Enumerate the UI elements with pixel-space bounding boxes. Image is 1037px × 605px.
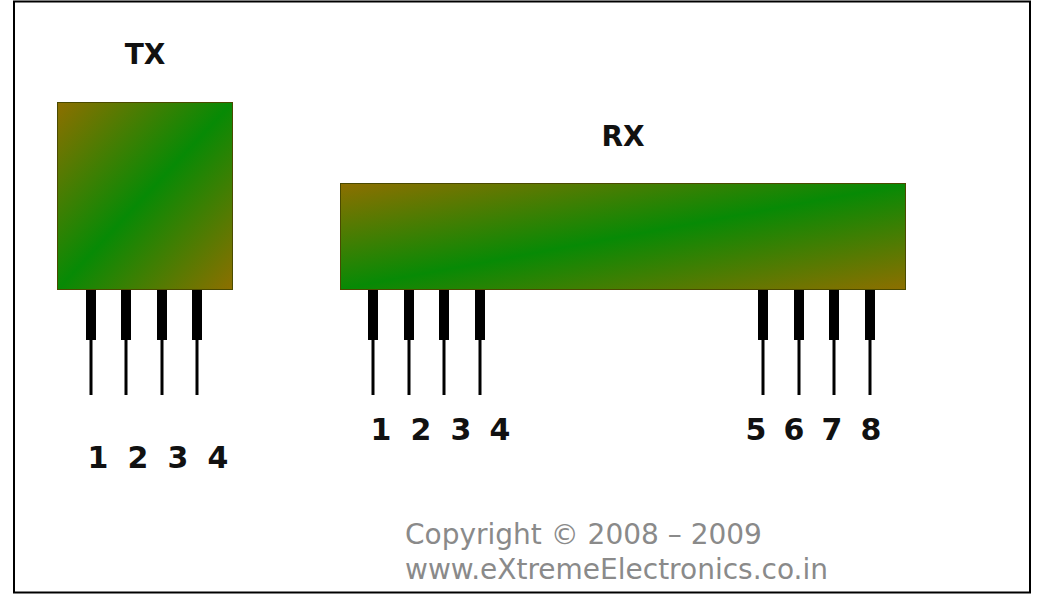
pin-body	[865, 290, 875, 340]
pin-lead	[833, 340, 836, 395]
frame	[14, 2, 1030, 593]
pin-body	[157, 290, 167, 340]
module-body	[340, 183, 906, 290]
copyright-note: Copyright © 2008 – 2009	[405, 518, 762, 552]
pin-lead	[798, 340, 801, 395]
pins	[86, 290, 875, 395]
module-name: TX	[57, 35, 233, 75]
pin-body	[121, 290, 131, 340]
pin-body	[192, 290, 202, 340]
pin-number: 2	[128, 440, 149, 476]
pin-number: 3	[168, 440, 189, 476]
module-box: RX	[340, 117, 906, 290]
pin-body	[368, 290, 378, 340]
module-name: RX	[340, 117, 906, 157]
pin-body	[758, 290, 768, 340]
pin-lead	[372, 340, 375, 395]
pin-lead	[869, 340, 872, 395]
pin-body	[86, 290, 96, 340]
module-body	[57, 102, 233, 290]
copyright-note: www.eXtremeElectronics.co.in	[405, 553, 828, 587]
pin-lead	[408, 340, 411, 395]
pin-lead	[479, 340, 482, 395]
pin-lead	[443, 340, 446, 395]
pin-number: 4	[208, 440, 229, 476]
pin-lead	[161, 340, 164, 395]
pin-body	[404, 290, 414, 340]
pin-number: 8	[861, 412, 882, 448]
pin-number: 3	[451, 412, 472, 448]
pin-lead	[762, 340, 765, 395]
pin-number: 2	[411, 412, 432, 448]
pin-body	[829, 290, 839, 340]
pin-number: 5	[746, 412, 767, 448]
pin-lead	[125, 340, 128, 395]
pin-body	[794, 290, 804, 340]
pin-number: 6	[784, 412, 805, 448]
pin-number: 1	[371, 412, 392, 448]
pin-lead	[90, 340, 93, 395]
pin-body	[475, 290, 485, 340]
pin-number: 7	[822, 412, 843, 448]
pin-number: 1	[88, 440, 109, 476]
pin-lead	[196, 340, 199, 395]
pin-body	[439, 290, 449, 340]
module-box: TX	[57, 35, 233, 290]
pin-number: 4	[490, 412, 511, 448]
